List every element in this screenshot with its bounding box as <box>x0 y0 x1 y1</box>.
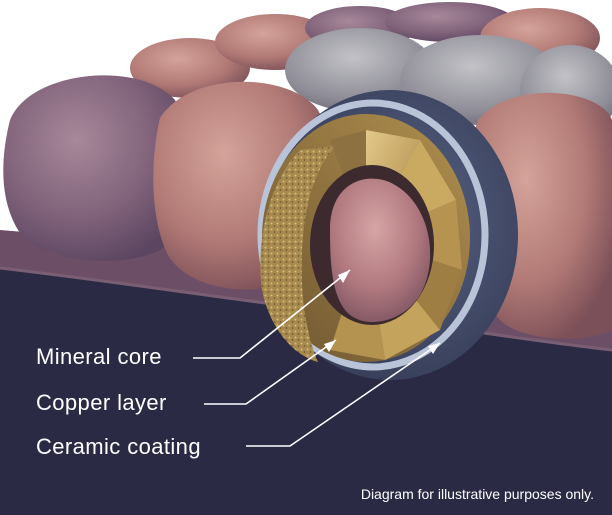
disclaimer-text: Diagram for illustrative purposes only. <box>361 486 594 502</box>
label-ceramic-coating: Ceramic coating <box>36 434 201 460</box>
label-copper-layer: Copper layer <box>36 390 167 416</box>
label-mineral-core: Mineral core <box>36 344 162 370</box>
cable-cross-section <box>260 90 518 380</box>
